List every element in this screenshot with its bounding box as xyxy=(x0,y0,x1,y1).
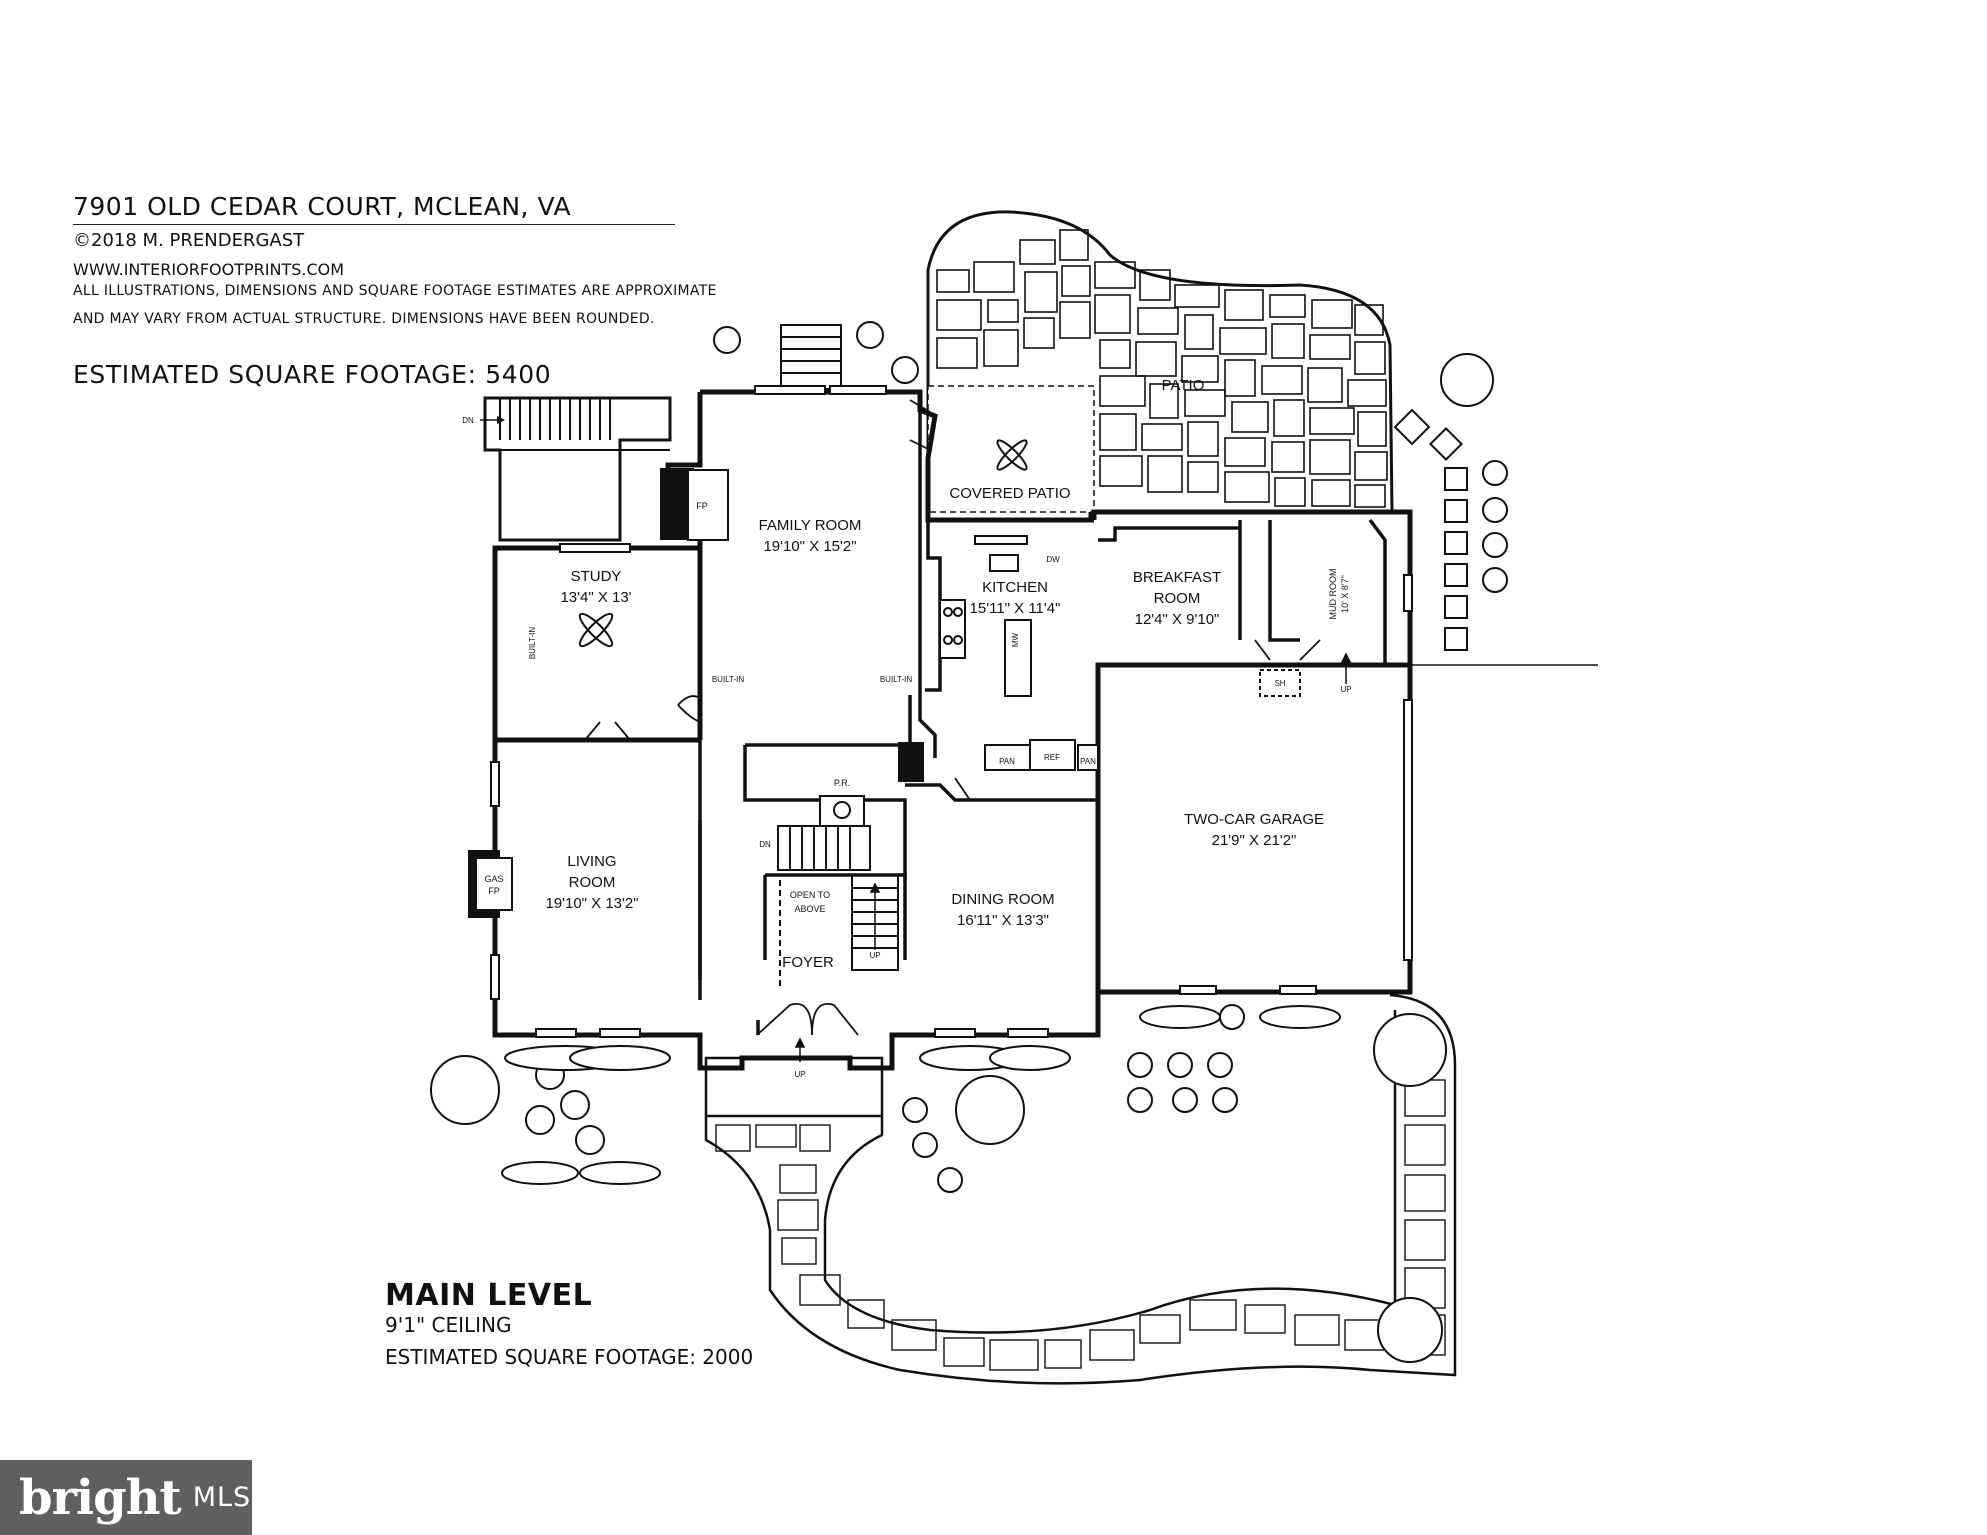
interior-walls xyxy=(698,392,1387,1035)
disclaimer-line-2: AND MAY VARY FROM ACTUAL STRUCTURE. DIME… xyxy=(73,311,655,327)
built-in-label-left: BUILT-IN xyxy=(712,675,745,684)
logo-wordmark: bright xyxy=(19,1469,182,1526)
garage-name: TWO-CAR GARAGE xyxy=(1184,811,1324,828)
patio-stones xyxy=(926,210,1394,522)
study-name: STUDY xyxy=(571,568,622,585)
fixture-labels: FP GAS FP BUILT-IN BUILT-IN BUILT-IN P.R… xyxy=(462,416,1351,1079)
living-room-name-2: ROOM xyxy=(569,874,616,891)
fp-label: FP xyxy=(696,501,708,511)
ceiling-fan-study xyxy=(578,612,614,648)
garage-dims: 21'9" X 21'2" xyxy=(1212,832,1297,849)
living-room-name-1: LIVING xyxy=(567,853,616,870)
mud-room-dims: 10' X 8'7" xyxy=(1340,575,1350,613)
shower-label: SH xyxy=(1274,679,1285,688)
foyer-name: FOYER xyxy=(782,954,834,971)
open-to-above-1: OPEN TO xyxy=(790,890,830,900)
garage-up-label: UP xyxy=(1340,685,1351,694)
microwave-label: MW xyxy=(1011,632,1020,647)
total-square-footage: ESTIMATED SQUARE FOOTAGE: 5400 xyxy=(73,360,552,389)
pantry-label-1: PAN xyxy=(999,757,1015,766)
stairs-down-label: DN xyxy=(759,840,771,849)
copyright-notice: ©2018 M. PRENDERGAST xyxy=(73,230,305,251)
gas-fp-label-1: GAS xyxy=(484,874,503,884)
breakfast-room-dims: 12'4" X 9'10" xyxy=(1135,611,1220,628)
kitchen-name: KITCHEN xyxy=(982,579,1048,596)
built-in-label-right: BUILT-IN xyxy=(880,675,913,684)
built-in-label-study: BUILT-IN xyxy=(528,627,537,660)
family-room-dims: 19'10" X 15'2" xyxy=(763,538,856,555)
dining-room-dims: 16'11" X 13'3" xyxy=(957,912,1049,929)
room-labels: FAMILY ROOM 19'10" X 15'2" STUDY 13'4" X… xyxy=(545,377,1350,971)
powder-room-label: P.R. xyxy=(834,778,850,788)
family-room-name: FAMILY ROOM xyxy=(759,517,862,534)
deck-down-label: DN xyxy=(462,416,474,425)
living-room-dims: 19'10" X 13'2" xyxy=(545,895,638,912)
pantry-label-2: PAN xyxy=(1080,757,1096,766)
study-dims: 13'4" X 13' xyxy=(560,589,631,606)
dining-room-name: DINING ROOM xyxy=(951,891,1054,908)
entry-up-label: UP xyxy=(794,1070,805,1079)
doors xyxy=(584,399,1321,1036)
disclaimer-line-1: ALL ILLUSTRATIONS, DIMENSIONS AND SQUARE… xyxy=(73,283,717,299)
breakfast-room-name-2: ROOM xyxy=(1154,590,1201,607)
shrubs xyxy=(430,321,1508,1363)
header-rule xyxy=(73,224,675,225)
fireplaces xyxy=(468,468,924,918)
breakfast-room-name-1: BREAKFAST xyxy=(1133,569,1221,586)
front-walkway xyxy=(704,993,1457,1385)
property-address: 7901 OLD CEDAR COURT, MCLEAN, VA xyxy=(73,192,572,221)
stairs-up-label: UP xyxy=(869,951,880,960)
ceiling-fan-patio xyxy=(996,439,1028,471)
fridge-label: REF xyxy=(1044,753,1060,762)
mud-room-name: MUD ROOM xyxy=(1328,569,1338,620)
open-to-above-2: ABOVE xyxy=(794,904,825,914)
walkway-stones xyxy=(715,1079,1446,1371)
gas-fp-label-2: FP xyxy=(488,886,500,896)
rear-steps xyxy=(780,324,842,390)
website-link[interactable]: WWW.INTERIORFOOTPRINTS.COM xyxy=(73,260,345,279)
bright-mls-logo: bright MLS xyxy=(0,1460,252,1535)
dishwasher-label: DW xyxy=(1046,555,1060,564)
level-square-footage: ESTIMATED SQUARE FOOTAGE: 2000 xyxy=(385,1345,754,1369)
kitchen-fixtures xyxy=(819,554,1301,827)
level-title: MAIN LEVEL xyxy=(385,1278,593,1313)
patio-name: PATIO xyxy=(1162,377,1205,394)
kitchen-dims: 15'11" X 11'4" xyxy=(970,600,1061,617)
arrows xyxy=(794,652,1352,1062)
windows xyxy=(490,385,1413,1038)
logo-mls: MLS xyxy=(192,1482,252,1513)
covered-patio-name: COVERED PATIO xyxy=(949,485,1070,502)
ceiling-height: 9'1" CEILING xyxy=(385,1313,512,1337)
deck xyxy=(480,396,672,542)
